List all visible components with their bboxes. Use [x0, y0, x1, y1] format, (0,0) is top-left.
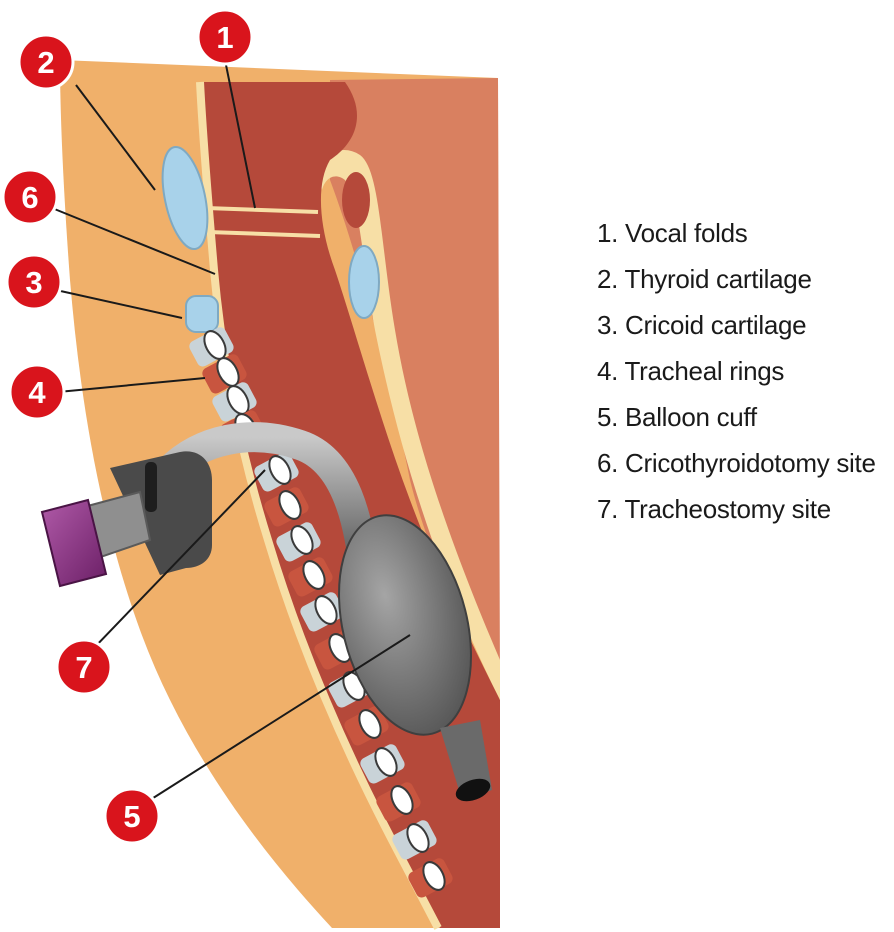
anterior-wall-line — [196, 81, 442, 930]
balloon-cuff — [338, 514, 472, 736]
posterior-cartilage-upper — [342, 172, 370, 228]
legend-item-4: 4. Tracheal rings — [597, 356, 785, 386]
marker-number: 1 — [216, 20, 233, 55]
number-marker-4: 4 — [8, 363, 66, 421]
legend-list: 1. Vocal folds 2. Thyroid cartilage 3. C… — [597, 210, 876, 532]
number-marker-7: 7 — [55, 638, 113, 696]
marker-circle — [196, 8, 254, 66]
tracheal-ring — [358, 709, 382, 739]
vocal-fold-line-lower — [207, 230, 321, 238]
marker-number: 3 — [25, 265, 42, 300]
tracheal-ring — [422, 861, 446, 891]
tracheal-ring — [302, 560, 326, 590]
legend-item-5: 5. Balloon cuff — [597, 402, 757, 432]
number-marker-1: 1 — [196, 8, 254, 66]
tracheal-rings — [189, 327, 453, 898]
tube-collar-slot — [145, 462, 157, 512]
pharyngeal-border — [318, 150, 500, 700]
tracheal-ring — [390, 785, 414, 815]
legend-item-1: 1. Vocal folds — [597, 218, 748, 248]
thyroid-cartilage — [161, 145, 209, 251]
marker-circle — [1, 168, 59, 226]
tracheal-ring — [290, 525, 314, 555]
number-markers: 1 2 6 3 4 7 5 — [1, 8, 254, 845]
tube-shaft — [155, 422, 380, 595]
marker-number: 5 — [123, 799, 140, 834]
tracheal-ring — [374, 747, 398, 777]
number-marker-5: 5 — [103, 787, 161, 845]
marker-circle — [103, 787, 161, 845]
marker-number: 6 — [21, 180, 38, 215]
posterior-cartilage-lower — [348, 245, 380, 319]
marker-circle — [55, 638, 113, 696]
marker-number: 4 — [28, 375, 46, 410]
number-marker-3: 3 — [5, 253, 63, 311]
marker-number: 2 — [37, 45, 54, 80]
tube-collar — [110, 451, 212, 575]
tracheal-ring — [314, 595, 338, 625]
tube-tip-opening — [455, 778, 491, 802]
tracheal-ring — [406, 823, 430, 853]
legend-item-6: 6. Cricothyroidotomy site — [597, 448, 876, 478]
marker-circle — [8, 363, 66, 421]
legend-item-2: 2. Thyroid cartilage — [597, 264, 812, 294]
vocal-fold-line-upper — [205, 206, 319, 214]
marker-circle — [17, 33, 75, 91]
tube-flange — [40, 498, 108, 588]
marker-number: 7 — [75, 650, 92, 685]
tracheal-ring — [268, 455, 292, 485]
legend-item-7: 7. Tracheostomy site — [597, 494, 831, 524]
legend-item-3: 3. Cricoid cartilage — [597, 310, 807, 340]
number-marker-6: 6 — [1, 168, 59, 226]
marker-circle — [5, 253, 63, 311]
leader-lines — [51, 59, 411, 801]
cricoid-cartilage — [185, 295, 219, 333]
number-marker-2: 2 — [17, 33, 75, 91]
tracheal-ring — [278, 490, 302, 520]
